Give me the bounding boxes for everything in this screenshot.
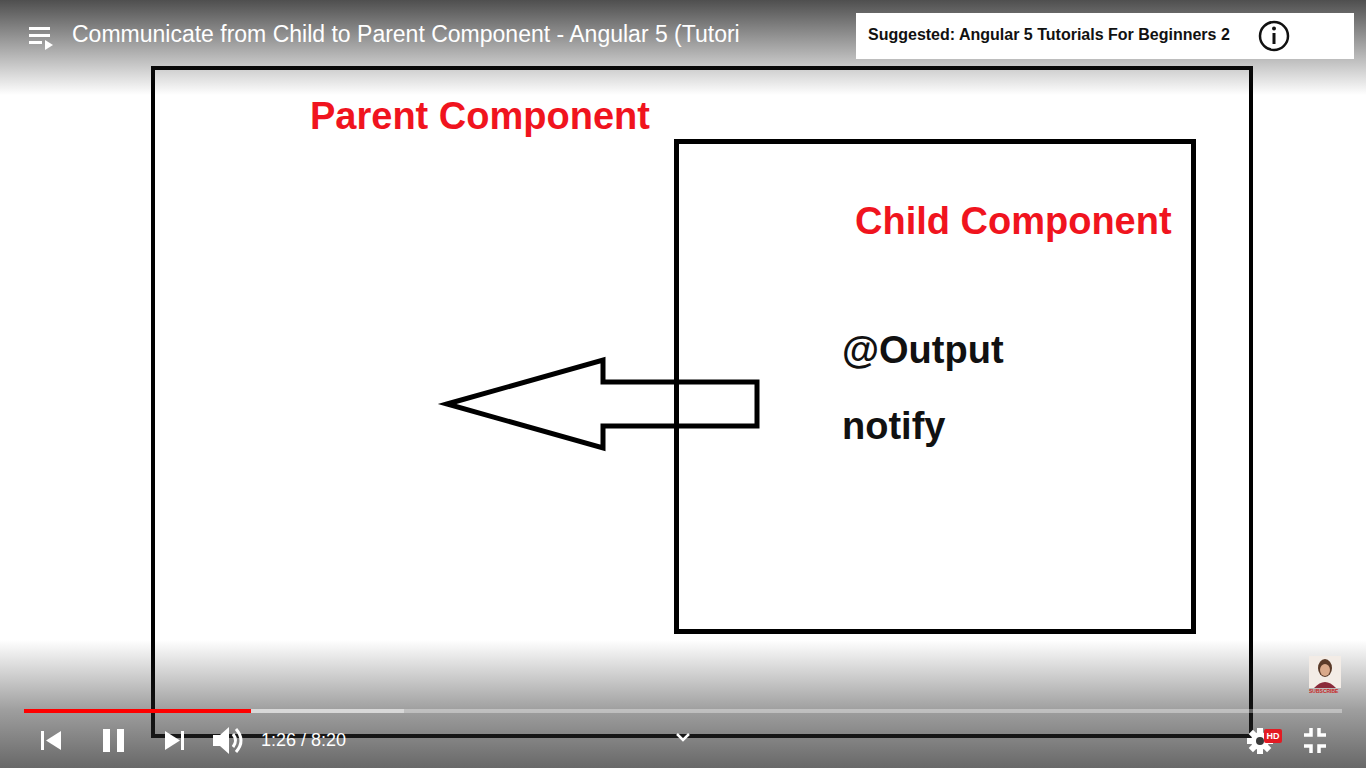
parent-box: Parent ComponentChild Component @Output n… [151,66,1253,738]
progress-played [24,709,251,713]
share-icon [1315,24,1343,46]
suggestion-text: Suggested: Angular 5 Tutorials For Begin… [868,26,1230,44]
previous-icon [41,731,61,750]
video-title: Communicate from Child to Parent Compone… [72,21,740,48]
box-heading: Child Component [855,201,1172,243]
volume-icon [213,727,241,754]
info-icon [1260,22,1288,50]
decorator-text: @Output notify [842,312,1032,464]
bottom-shade [0,640,1366,768]
chevron-icon [677,734,689,740]
pause-icon [103,729,124,752]
fullscreen-exit-icon [1304,728,1326,753]
block-arrow [447,360,757,448]
hd-badge [1264,729,1282,743]
time-display: 1:26 / 8:20 [261,730,346,751]
progress-buffer [24,709,404,713]
channel-avatar [1309,656,1341,688]
child-box: Child Component @Output notify [674,139,1196,634]
box-heading: Parent Component [310,96,650,138]
progress-track [24,709,1342,713]
next-icon [165,731,184,750]
hd-badge-text: HD [1265,730,1281,742]
playlist-icon [29,27,53,50]
subscribe-text: SUBSCRIBE [1309,688,1338,694]
